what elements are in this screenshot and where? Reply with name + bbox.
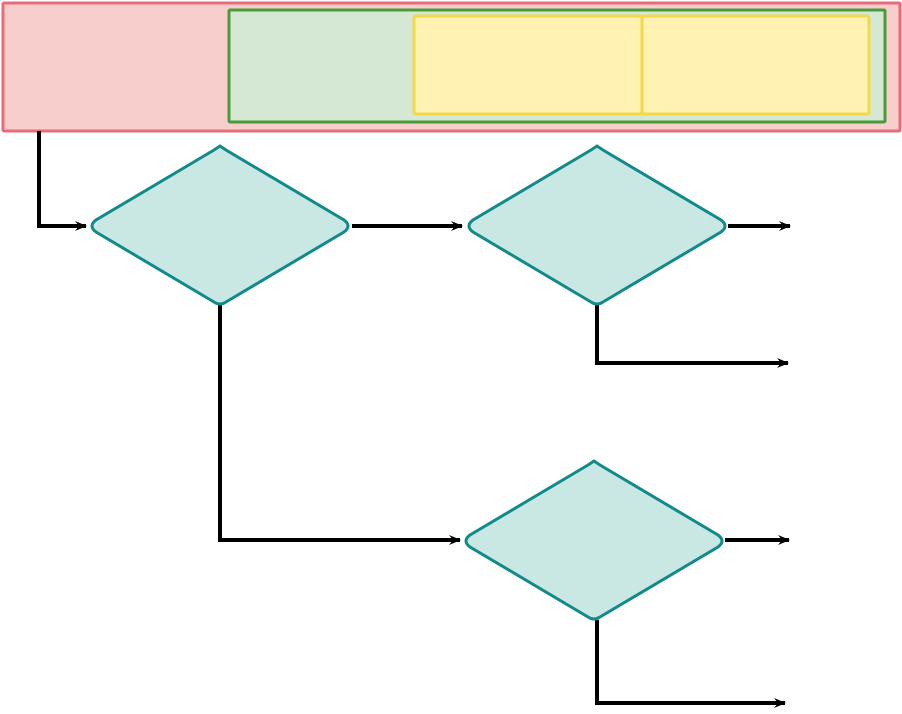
decision-3[interactable]	[464, 459, 724, 621]
edge-decision-1-to-decision-3	[218, 305, 461, 545]
containers-group	[1, 1, 902, 133]
connectors-group	[37, 131, 791, 708]
edge-decision-3-out-bottom	[595, 620, 786, 708]
edge-decision-2-out-bottom	[595, 305, 789, 368]
inner-box-right	[640, 14, 871, 116]
decisions-group	[90, 144, 727, 621]
edge-outer-to-decision-1	[37, 131, 87, 231]
decision-2[interactable]	[467, 144, 727, 306]
inner-box-left	[412, 14, 644, 116]
decision-1[interactable]	[90, 144, 350, 306]
